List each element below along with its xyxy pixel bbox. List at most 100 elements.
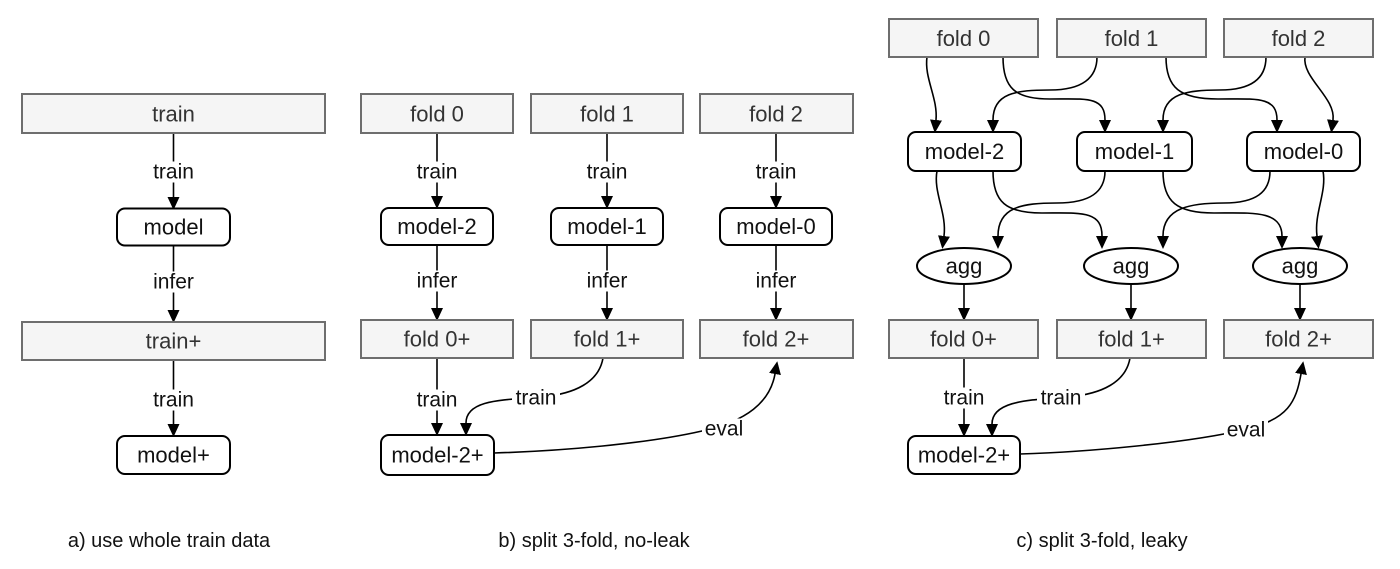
- edge-label-c-eval: eval: [1224, 419, 1268, 442]
- node-c-fold-0-plus: fold 0+: [888, 319, 1039, 359]
- node-label: fold 0: [937, 26, 991, 51]
- caption-b: b) split 3-fold, no-leak: [498, 530, 690, 552]
- node-c-fold-1: fold 1: [1056, 18, 1207, 58]
- node-label: model-1: [567, 214, 646, 239]
- edge-c-fold0-model1: [1002, 56, 1111, 133]
- node-label: fold 1+: [574, 327, 641, 352]
- edge-label-text: train: [417, 161, 458, 184]
- node-b-fold-1: fold 1: [530, 93, 684, 134]
- edge-label-b-infer-0: infer: [413, 270, 461, 293]
- agg-ellipse: [1083, 247, 1179, 285]
- node-label: model-0: [736, 214, 815, 239]
- agg-ellipse: [1252, 247, 1348, 285]
- edge-b-eval: [493, 361, 781, 454]
- node-c-model-2: model-2: [907, 131, 1022, 172]
- edge-label-b-train-merge: train: [512, 387, 560, 410]
- edge-label-bg: [583, 270, 631, 292]
- edge-label-text: infer: [587, 270, 628, 293]
- model-box: [1076, 131, 1193, 172]
- edge-c-fold2-model0: [1304, 56, 1339, 133]
- edge-c-model0-agg2: [1311, 170, 1325, 249]
- edge-label-bg: [583, 161, 631, 183]
- data-box: [1056, 319, 1207, 359]
- node-b-model-2-plus: model-2+: [380, 434, 495, 476]
- edge-label-bg: [940, 387, 988, 409]
- node-a-train-plus: train+: [21, 321, 326, 361]
- node-b-fold-2-plus: fold 2+: [699, 319, 854, 359]
- node-label: fold 1: [580, 102, 634, 127]
- node-b-fold-1-plus: fold 1+: [530, 319, 684, 359]
- edge-label-a-infer: infer: [149, 271, 198, 294]
- edge-label-bg: [1224, 419, 1268, 441]
- edge-label-text: train: [1041, 387, 1082, 410]
- edge-label-a-train-1: train: [149, 161, 198, 184]
- edge-label-b-infer-2: infer: [752, 270, 800, 293]
- edge-label-bg: [1037, 387, 1085, 409]
- edge-label-bg: [149, 161, 198, 183]
- edge-label-text: infer: [417, 270, 458, 293]
- node-label: train+: [146, 329, 202, 354]
- node-c-model-2-plus: model-2+: [907, 435, 1021, 475]
- edge-label-text: train: [756, 161, 797, 184]
- model-box: [1246, 131, 1361, 172]
- panel-c: train train eval fold 0 fold 1 fold 2 mo…: [888, 18, 1374, 552]
- caption-c: c) split 3-fold, leaky: [1016, 530, 1187, 552]
- data-box: [1223, 319, 1374, 359]
- edge-label-b-train-1: train: [583, 161, 631, 184]
- node-c-fold-1-plus: fold 1+: [1056, 319, 1207, 359]
- model-box: [907, 435, 1021, 475]
- node-b-fold-0: fold 0: [360, 93, 514, 134]
- node-b-model-2: model-2: [380, 207, 494, 246]
- edge-c-fold1-model2: [987, 56, 1098, 133]
- edge-label-c-train-merge: train: [1037, 387, 1085, 410]
- node-label: fold 2: [1272, 26, 1326, 51]
- panel-a: train infer train train model train+ mod…: [21, 93, 326, 552]
- model-box: [380, 207, 494, 246]
- edge-label-bg: [413, 270, 461, 292]
- node-b-fold-0-plus: fold 0+: [360, 319, 514, 359]
- model-box: [116, 435, 231, 475]
- data-box: [530, 93, 684, 134]
- caption-a: a) use whole train data: [68, 530, 271, 552]
- node-label: model-2+: [391, 443, 483, 468]
- edge-c-model2-agg1: [992, 170, 1108, 249]
- model-box: [116, 207, 231, 247]
- edge-label-bg: [149, 389, 198, 411]
- node-c-fold-0: fold 0: [888, 18, 1039, 58]
- node-c-agg-2: agg: [1252, 247, 1348, 285]
- agg-ellipse: [916, 247, 1012, 285]
- edge-label-text: train: [417, 389, 458, 412]
- node-c-model-0: model-0: [1246, 131, 1361, 172]
- edge-label-bg: [752, 270, 800, 292]
- node-label: model-0: [1264, 139, 1343, 164]
- data-box: [1223, 18, 1374, 58]
- node-label: fold 2: [749, 102, 803, 127]
- data-box: [360, 93, 514, 134]
- edge-label-a-train-2: train: [149, 389, 198, 412]
- edge-label-bg: [149, 271, 198, 293]
- panel-b: train train train infer infer infer trai…: [360, 93, 854, 552]
- node-label: model: [144, 215, 204, 240]
- node-a-train: train: [21, 93, 326, 134]
- edge-label-bg: [702, 418, 746, 440]
- node-c-fold-2-plus: fold 2+: [1223, 319, 1374, 359]
- data-box: [888, 18, 1039, 58]
- node-label: fold 2+: [1265, 327, 1332, 352]
- node-label: agg: [946, 254, 983, 279]
- edge-label-c-train-direct: train: [940, 387, 988, 410]
- data-box: [1056, 18, 1207, 58]
- edge-label-b-train-0: train: [413, 161, 461, 184]
- edge-c-fold0-model2: [925, 56, 942, 133]
- model-box: [550, 207, 664, 246]
- edge-label-bg: [512, 387, 560, 409]
- model-box: [719, 207, 833, 246]
- data-box: [530, 319, 684, 359]
- node-label: agg: [1282, 254, 1319, 279]
- edge-c-fold2-model1: [1157, 56, 1267, 133]
- node-c-agg-1: agg: [1083, 247, 1179, 285]
- data-box: [360, 319, 514, 359]
- data-box: [699, 319, 854, 359]
- edge-label-text: eval: [1227, 419, 1266, 442]
- node-label: model+: [137, 443, 210, 468]
